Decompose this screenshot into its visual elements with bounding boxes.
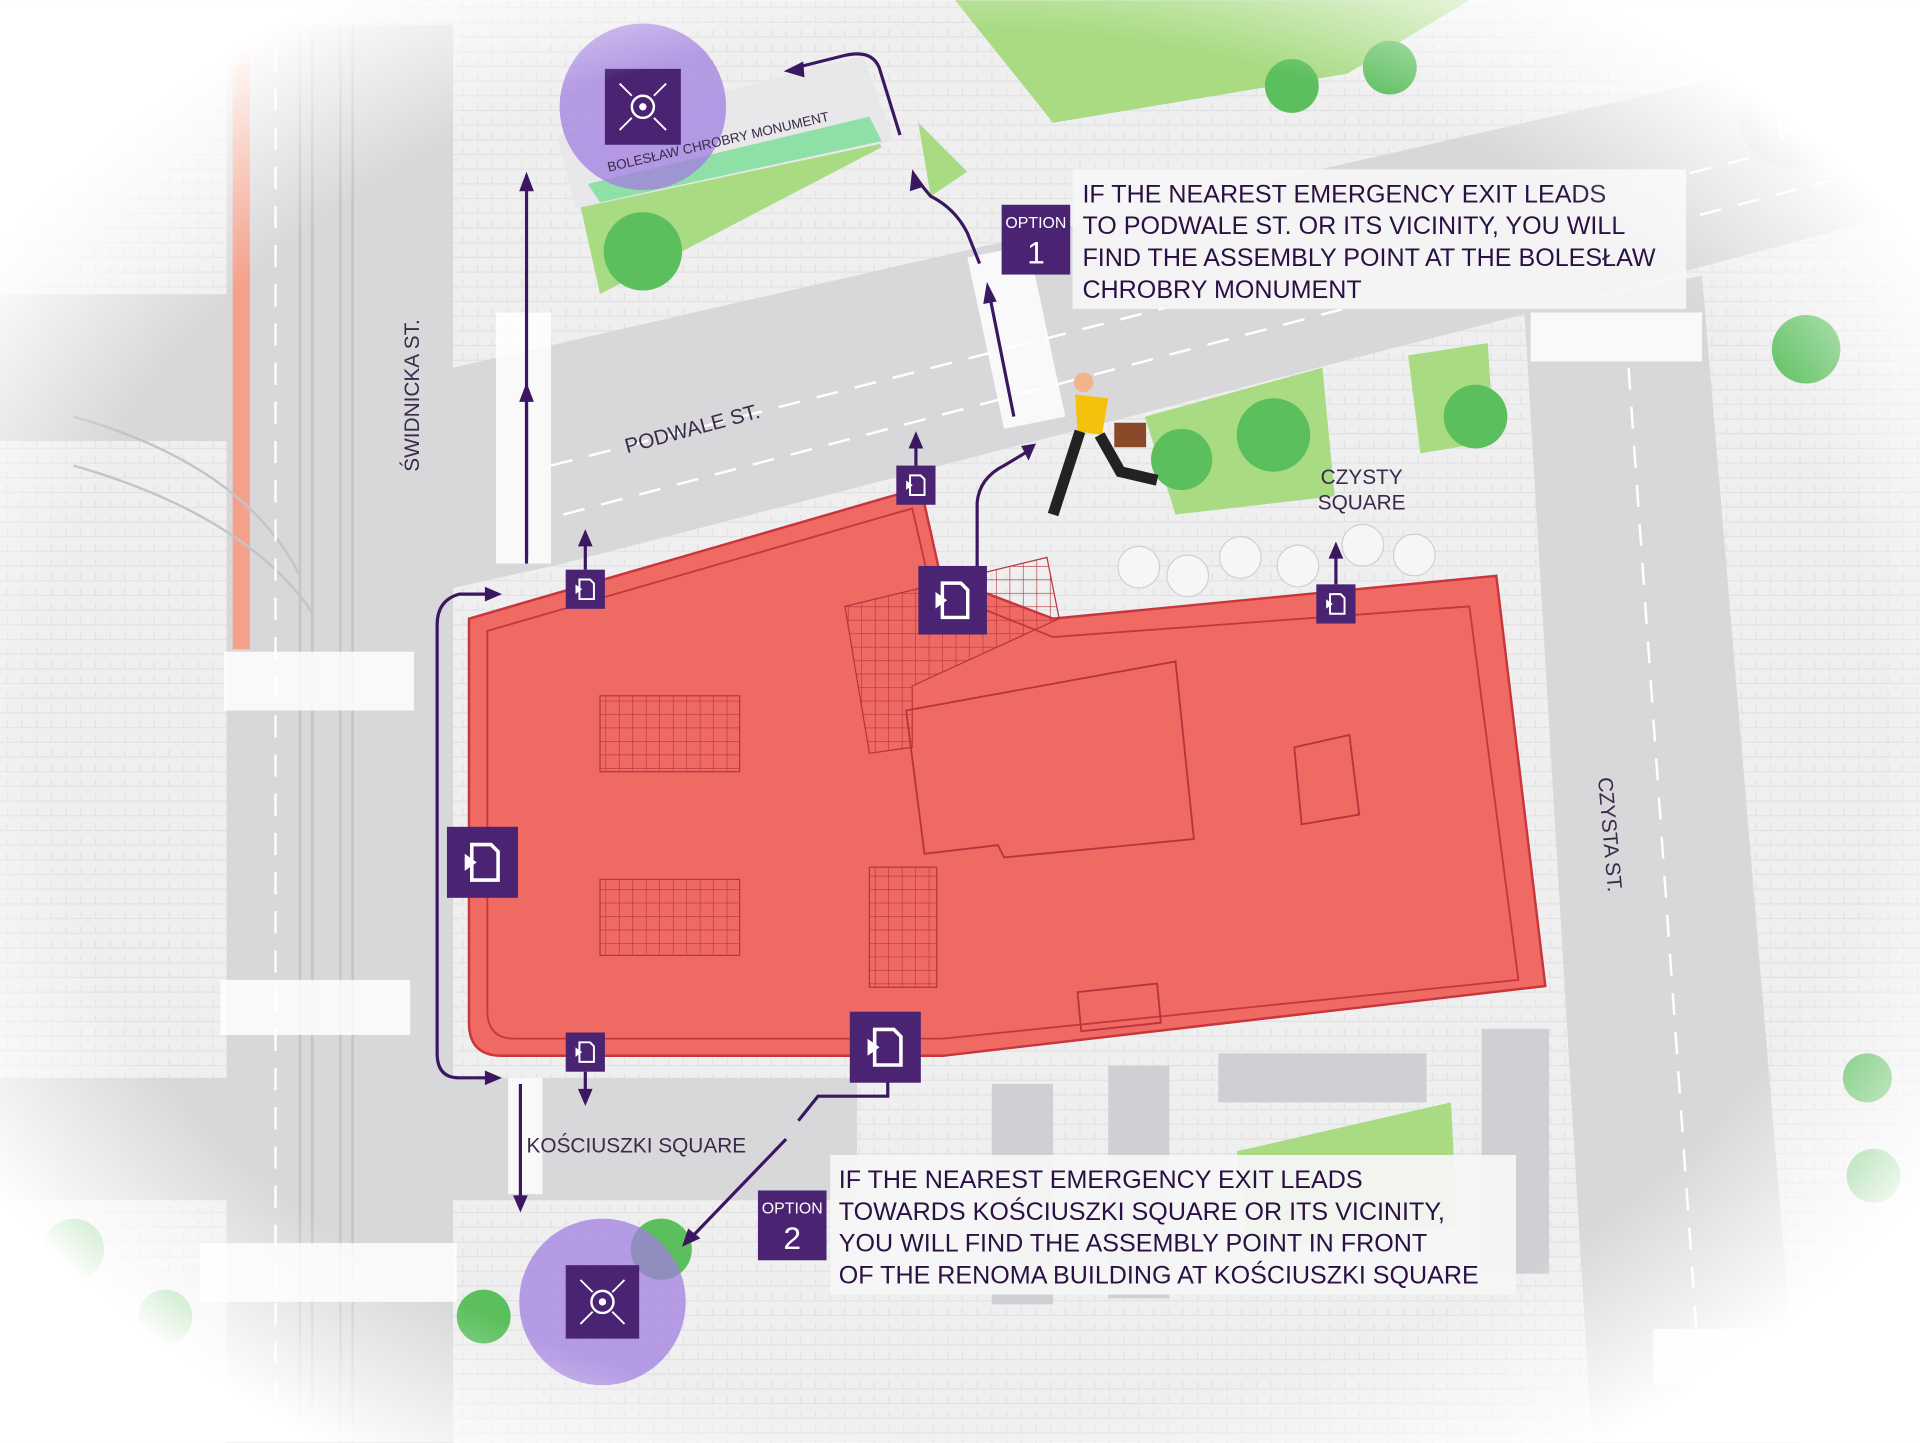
svg-text:CHROBRY MONUMENT: CHROBRY MONUMENT xyxy=(1082,276,1361,304)
svg-text:OF THE RENOMA BUILDING AT KOŚC: OF THE RENOMA BUILDING AT KOŚCIUSZKI SQU… xyxy=(839,1260,1479,1290)
option-2-callout: OPTION 2 IF THE NEAREST EMERGENCY EXIT L… xyxy=(757,1154,1516,1295)
exit-icon xyxy=(566,1033,605,1072)
assembly-point-kosciuszki xyxy=(519,1218,686,1386)
exit-icon xyxy=(896,466,935,505)
exit-icon xyxy=(566,570,605,609)
exit-icon xyxy=(918,566,987,635)
exit-icon xyxy=(1316,584,1355,623)
exit-icon xyxy=(850,1012,921,1083)
street-label-kosciuszki: KOŚCIUSZKI SQUARE xyxy=(527,1134,747,1158)
svg-text:TO PODWALE ST. OR ITS VICINITY: TO PODWALE ST. OR ITS VICINITY, YOU WILL xyxy=(1082,212,1625,240)
place-label-czysty-square-2: SQUARE xyxy=(1318,492,1406,515)
svg-text:TOWARDS KOŚCIUSZKI SQUARE OR I: TOWARDS KOŚCIUSZKI SQUARE OR ITS VICINIT… xyxy=(839,1196,1445,1226)
place-label-czysty-square: CZYSTY xyxy=(1321,466,1403,489)
svg-text:OPTION: OPTION xyxy=(762,1201,823,1218)
svg-text:FIND THE ASSEMBLY POINT AT THE: FIND THE ASSEMBLY POINT AT THE BOLESŁAW xyxy=(1082,244,1655,272)
svg-text:OPTION: OPTION xyxy=(1005,215,1066,232)
svg-text:IF THE NEAREST EMERGENCY EXIT: IF THE NEAREST EMERGENCY EXIT LEADS xyxy=(1082,180,1606,208)
svg-text:1: 1 xyxy=(1027,235,1045,271)
svg-text:2: 2 xyxy=(783,1220,801,1256)
street-label-swidnicka: ŚWIDNICKA ST. xyxy=(400,319,424,472)
bike-lane xyxy=(232,37,250,650)
option-1-callout: OPTION 1 IF THE NEAREST EMERGENCY EXIT L… xyxy=(1001,169,1687,309)
svg-text:IF THE NEAREST EMERGENCY EXIT: IF THE NEAREST EMERGENCY EXIT LEADS xyxy=(839,1166,1363,1194)
compass: N xyxy=(1738,59,1849,170)
exit-icon xyxy=(447,827,518,898)
svg-text:YOU WILL FIND THE ASSEMBLY POI: YOU WILL FIND THE ASSEMBLY POINT IN FRON… xyxy=(839,1230,1427,1258)
